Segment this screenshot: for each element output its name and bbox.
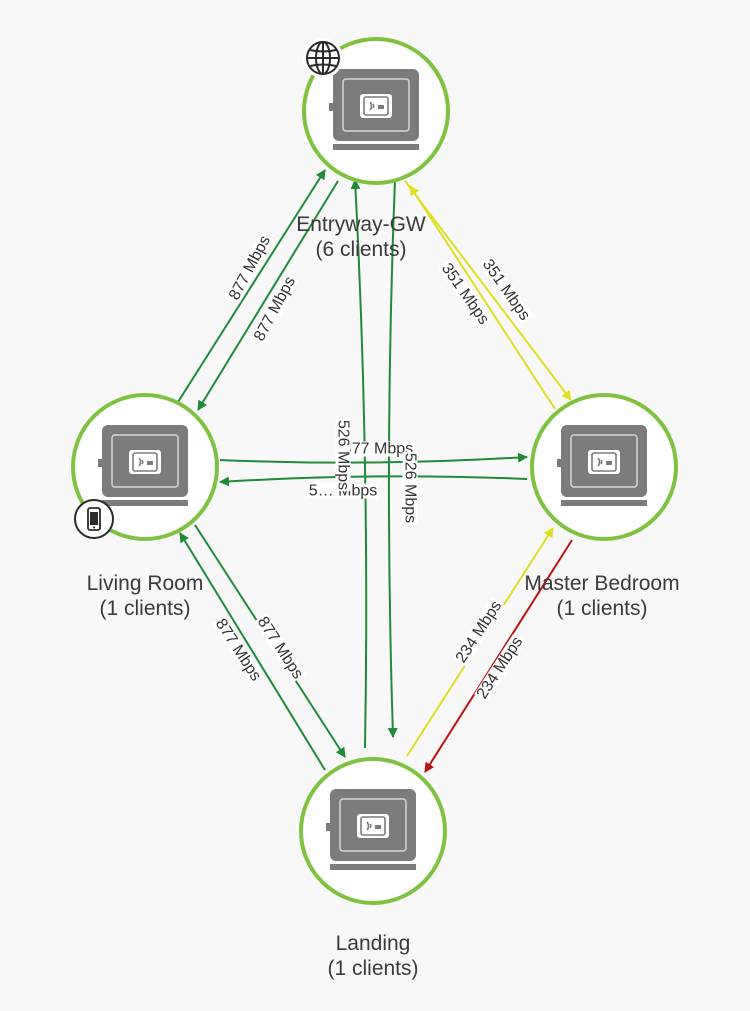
node-client-count: (1 clients) [327,957,418,980]
node-client-count: (1 clients) [556,597,647,620]
link-label-landing-to-gw: 526 Mbps [335,418,352,492]
link-rate-text: 877 Mbps [226,233,274,303]
link-label-background [438,260,492,328]
link-label-background [335,418,351,492]
router-icon [557,425,647,506]
link-label-living-to-master: 877 Mbps [341,441,415,458]
link-rate-text: 526 Mbps [402,453,419,523]
router-icon [326,789,416,870]
link-gw-to-landing [387,179,398,738]
node-name: Landing [336,932,411,955]
node-client-count: (1 clients) [99,597,190,620]
node-client-count: (6 clients) [315,238,406,261]
link-landing-to-gw [350,179,368,749]
link-rate-text: 877 Mbps [343,441,413,458]
node-living[interactable]: Living Room(1 clients) [71,393,219,620]
node-gw[interactable]: Entryway-GW(6 clients) [296,37,450,261]
router-icon [98,425,188,506]
link-gw-to-master [404,180,572,401]
link-label-background [479,256,533,324]
node-name: Living Room [87,572,204,595]
link-label-background [453,597,505,667]
link-label-background [226,232,274,304]
link-label-background [402,451,418,525]
link-living-to-gw [177,169,326,403]
phone-icon [74,499,114,539]
link-label-gw-to-landing: 526 Mbps [402,451,419,525]
nodes-layer: Entryway-GW(6 clients)Living Room(1 clie… [71,37,680,980]
link-rate-text: 526 Mbps [335,420,352,490]
link-master-to-gw [409,185,556,410]
node-name: Master Bedroom [524,572,679,595]
node-name: Entryway-GW [296,213,426,236]
link-label-background [212,615,264,685]
link-label-background [251,273,299,345]
link-label-background [341,441,415,457]
router-icon [329,69,419,150]
link-rate-text: 234 Mbps [474,634,527,702]
link-gw-to-living [197,180,339,411]
node-landing[interactable]: Landing(1 clients) [299,757,447,980]
link-landing-to-living [179,532,326,771]
globe-icon [303,38,343,78]
link-label-background [254,613,306,683]
link-label-living-to-gw: 877 Mbps [226,232,274,304]
link-living-to-master [219,452,528,464]
link-master-to-living [219,475,528,487]
node-master[interactable]: Master Bedroom(1 clients) [524,393,680,620]
link-label-background [474,633,526,703]
link-master-to-landing [424,539,573,773]
